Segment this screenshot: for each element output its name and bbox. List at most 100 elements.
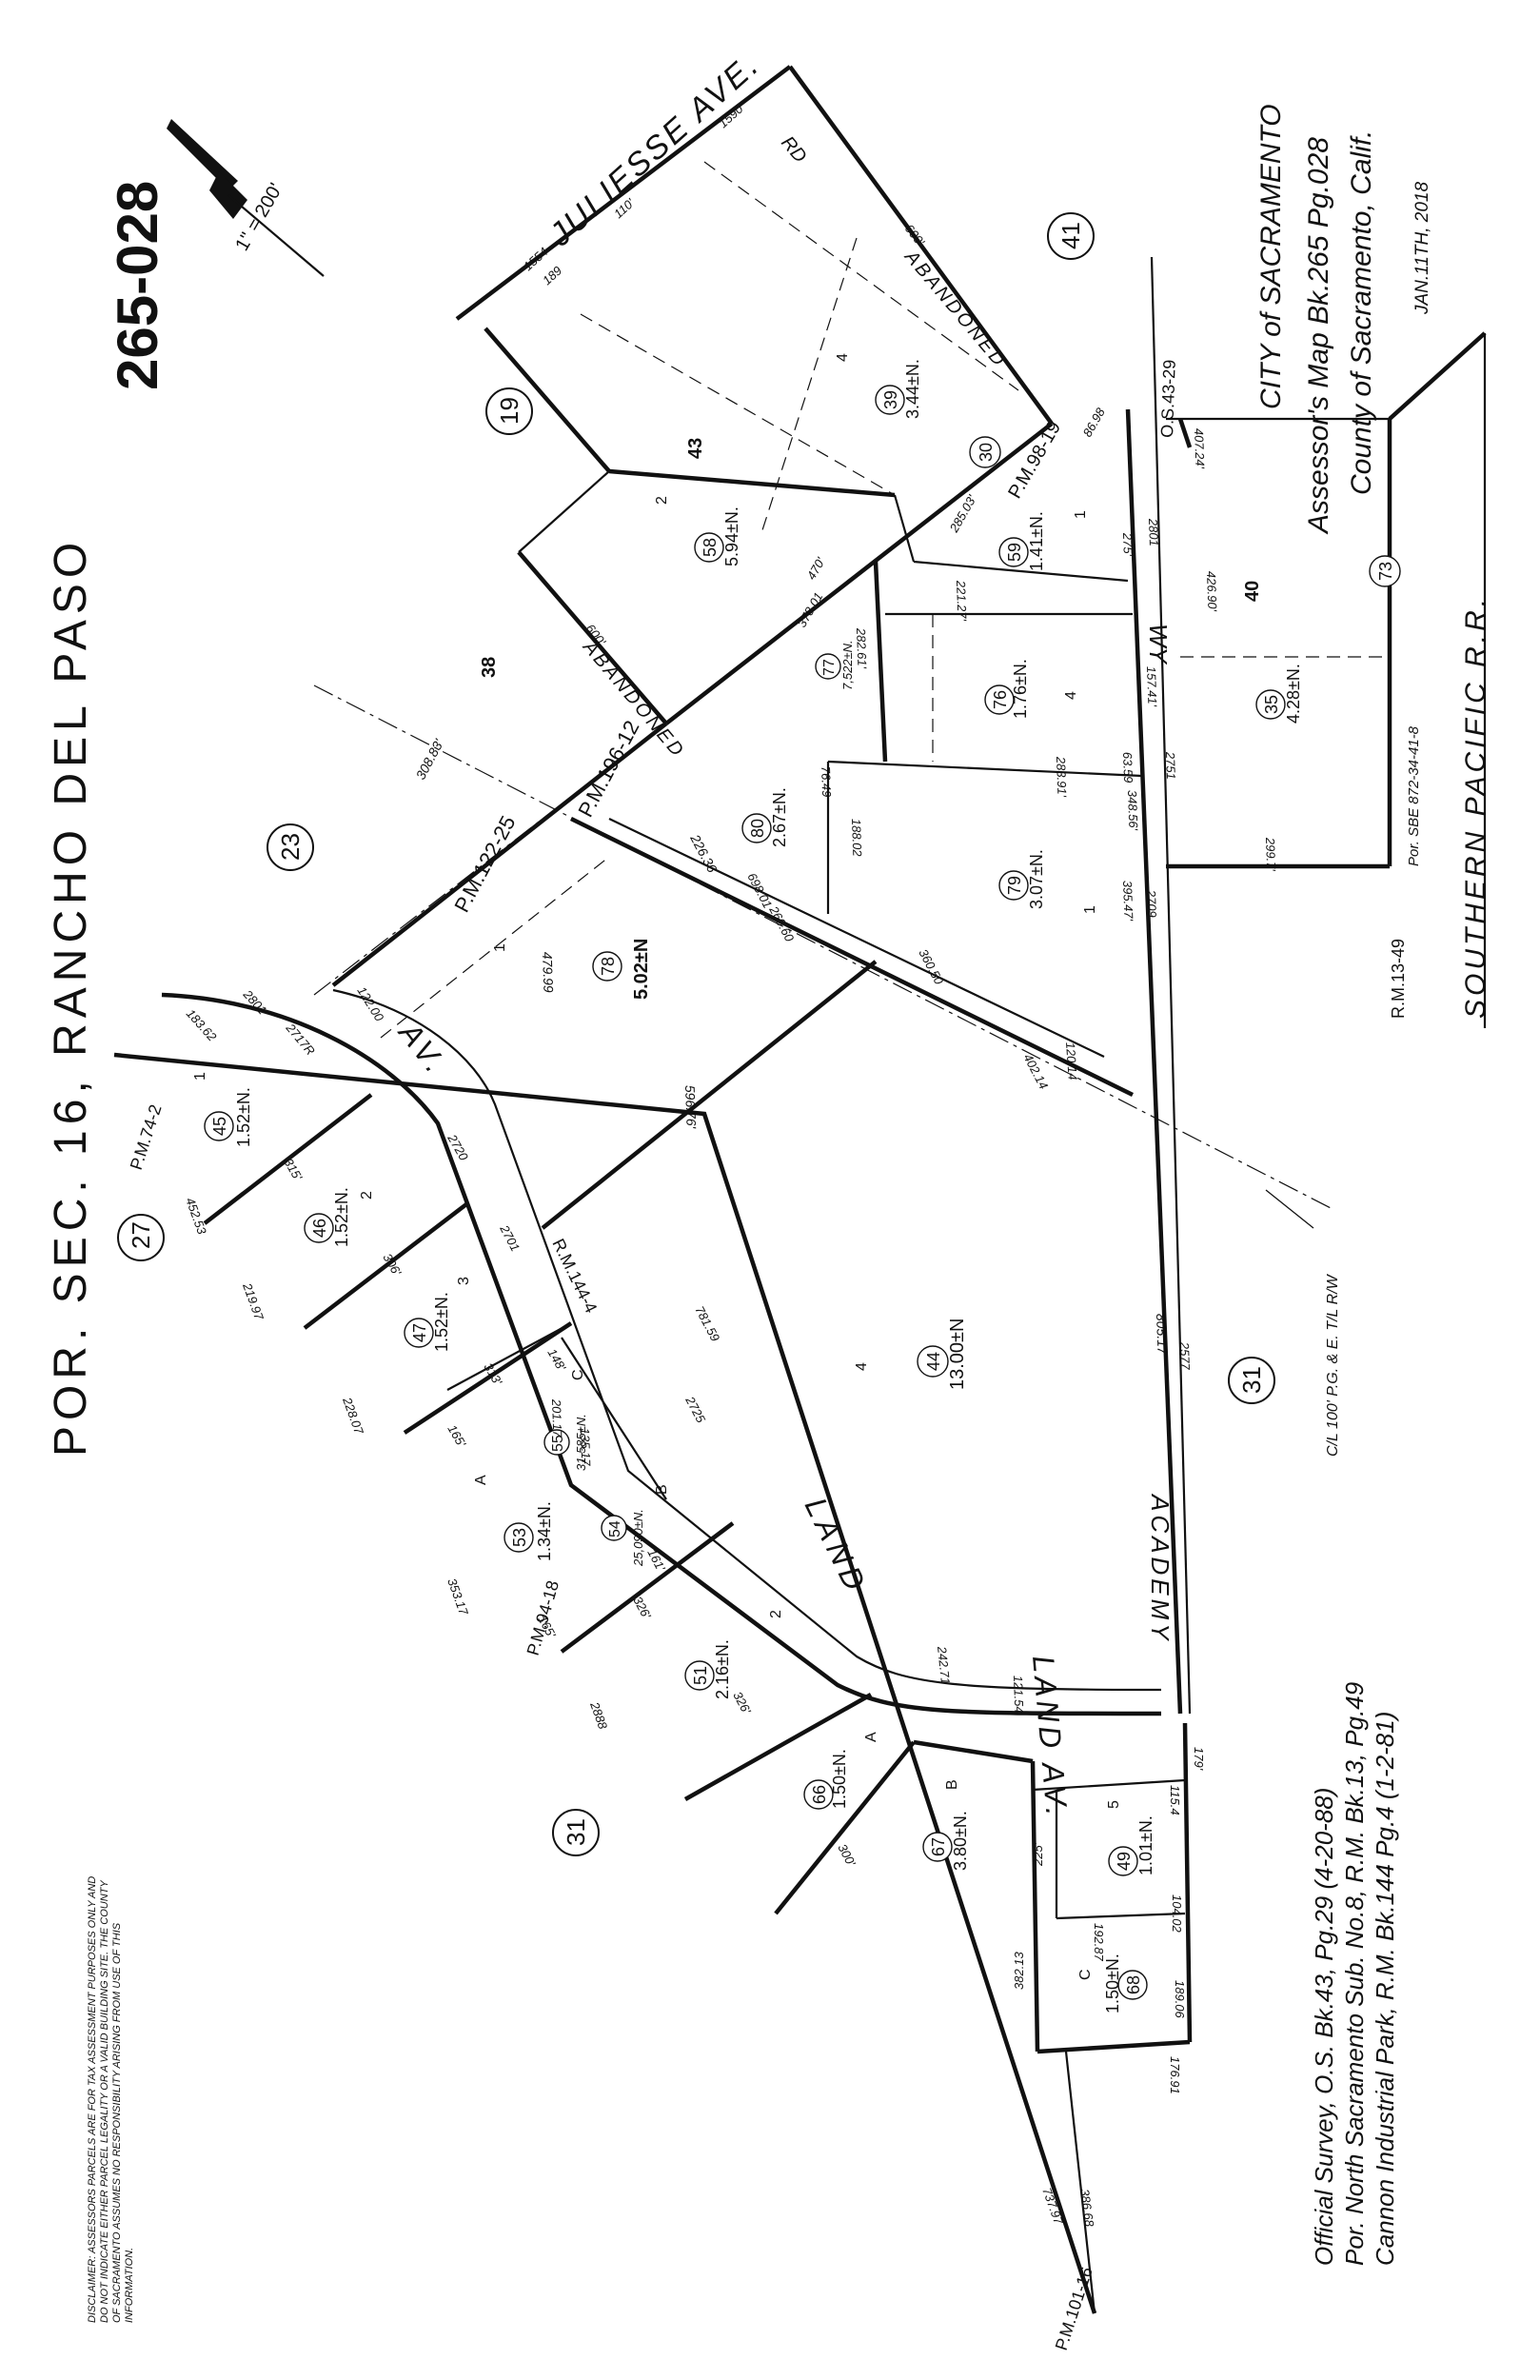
dimension: 176.91: [1168, 2056, 1182, 2094]
dimension: 308.83': [413, 736, 447, 783]
parcel-number: 77: [821, 659, 838, 676]
adjacent-page-circle: [485, 387, 533, 435]
map-area-labels: 38 43 40: [479, 438, 1263, 678]
parcel-number-circle: [694, 532, 724, 563]
dimension: 2725: [682, 1393, 709, 1425]
reference-label: O.S.43-29: [1157, 359, 1179, 438]
dimension: 805.17': [1154, 1314, 1171, 1359]
dimension: 470': [804, 555, 828, 583]
pm-101-16-line: [1064, 2051, 1096, 2314]
disclaimer-line: DO NOT INDICATE EITHER PARCEL LEGALITY O…: [99, 1880, 110, 2323]
parcel-lot: B: [654, 1484, 670, 1495]
parcel-lot: 1: [1073, 510, 1089, 519]
dimension: 135.17: [578, 1428, 593, 1467]
juliesse-ave-line: [455, 65, 792, 321]
parcel-51-66-line: [683, 1693, 873, 1801]
parcels: 45 1.52±N. 1 46 1.52±N. 2 47 1.52±N. 3 5…: [192, 353, 1303, 2013]
dimension: 737.97: [1039, 2186, 1066, 2227]
dimension: 299.7': [1263, 837, 1278, 872]
parcel-lot: 1: [1082, 905, 1098, 914]
parcel-number: 80: [748, 819, 767, 838]
parcel-number: 67: [929, 1837, 948, 1856]
dimension: 326': [630, 1594, 654, 1621]
parcel-number: 54: [607, 1520, 623, 1537]
dimension: 221.27': [954, 580, 970, 622]
adjacent-page-markers: 27 23 41 31 31 19 30 73: [117, 212, 1401, 1856]
west-boundary-line: [113, 1052, 1097, 2314]
parcel-lot: 1: [192, 1072, 208, 1081]
dimension: 313': [481, 1360, 504, 1388]
adjacent-page-circle: [1047, 212, 1095, 260]
lot-line: [580, 313, 896, 496]
parcel-lot: 5: [1106, 1800, 1122, 1809]
north-arrow-shaft: [227, 194, 325, 277]
parcel-number-circle: [404, 1318, 434, 1348]
parcel-78-44-line: [541, 960, 878, 1230]
dimension: 315': [281, 1156, 305, 1183]
dimension: 2577: [1177, 1341, 1193, 1371]
date-label: JAN.11TH, 2018: [1412, 182, 1432, 315]
parcel-67-68-west-line: [1030, 1760, 1040, 2053]
page-title: POR. SEC. 16, RANCHO DEL PASO: [46, 537, 96, 1457]
adjacent-page-circle: [552, 1809, 600, 1856]
parcel-lot: 4: [854, 1362, 870, 1371]
dimension: 407.24': [1192, 428, 1207, 469]
dimension: 115.4: [1168, 1785, 1182, 1815]
dimension: 2701: [497, 1221, 523, 1253]
parcel-number: 55: [550, 1435, 566, 1452]
parcel-number: 53: [510, 1528, 529, 1547]
parcel-area: 1.41±N.: [1027, 511, 1046, 571]
adjacent-page-number: 19: [495, 397, 523, 425]
parcel-19-58-line: [518, 470, 610, 553]
dimension: 426.90': [1204, 571, 1219, 612]
rail-label: SOUTHERN PACIFIC R.R.: [1460, 595, 1491, 1019]
parcel-lot: B: [944, 1779, 960, 1790]
dimension: 86.98: [1080, 405, 1109, 439]
parcel-number-circle: [1255, 689, 1286, 720]
dimension: 269.60: [766, 902, 798, 944]
adjacent-page-number: 23: [276, 833, 305, 861]
parcel-number-circle: [684, 1660, 715, 1691]
parcel-number: 47: [410, 1323, 429, 1342]
parcel-lot: 2: [768, 1610, 784, 1618]
parcel-lot: 1: [492, 943, 508, 952]
parcel-number: 46: [310, 1219, 329, 1238]
parcel-number: 68: [1124, 1975, 1143, 1994]
parcel-lot: C: [570, 1369, 586, 1380]
pm-196-12-line: [570, 816, 1134, 1098]
parcel-area: 1.76±N.: [1011, 659, 1030, 719]
dimension: 2801: [1146, 518, 1161, 546]
dimension: 183.62: [184, 1006, 220, 1044]
parcel-lot: C: [1077, 1969, 1094, 1980]
dimension: 121.54: [1011, 1676, 1026, 1714]
county-label: County of Sacramento, Calif.: [1346, 129, 1377, 495]
parcel-area: 25,090±N.: [631, 1509, 645, 1567]
land-av-south-line: [161, 992, 1162, 1716]
parcel-49-top-line: [1032, 1778, 1186, 1792]
dimension: 283.91': [1054, 756, 1070, 798]
parcel-number: 51: [691, 1666, 710, 1685]
dimension: 360.50: [916, 946, 946, 987]
disclaimer-line: OF SACRAMENTO ASSUMES NO RESPONSIBILITY …: [111, 1922, 123, 2323]
dimension: 353.17: [444, 1577, 471, 1617]
reference-label: Por. SBE 872-34-41-8: [1406, 725, 1422, 866]
dimension: 382.13: [1012, 1951, 1026, 1990]
dimension: 148': [544, 1346, 568, 1374]
parcel-area: 13.00±N: [947, 1319, 968, 1390]
north-boundary-line: [788, 65, 1054, 426]
adjacent-page-number: 31: [562, 1818, 590, 1846]
dimension: 300': [835, 1841, 859, 1869]
lot-lines: [313, 161, 1390, 1229]
disclaimer-line: DISCLAIMER: ASSESSORS PARCELS ARE FOR TA…: [87, 1876, 98, 2323]
reference-label: P.M.122-25: [449, 812, 520, 917]
parcel-54-line: [561, 1337, 667, 1500]
adjacent-page-circle: [117, 1214, 165, 1261]
parcel-number-circle: [592, 951, 622, 982]
parcel-area: 1.50±N.: [830, 1749, 849, 1809]
dimension: 192.87: [1092, 1923, 1106, 1962]
map-area-label: 43: [685, 438, 706, 459]
parcel-59-south-line: [913, 560, 1129, 583]
rd-line: [313, 723, 667, 996]
academy-label: ACADEMY: [1146, 1493, 1175, 1644]
dimension: 348.56': [1125, 790, 1140, 831]
